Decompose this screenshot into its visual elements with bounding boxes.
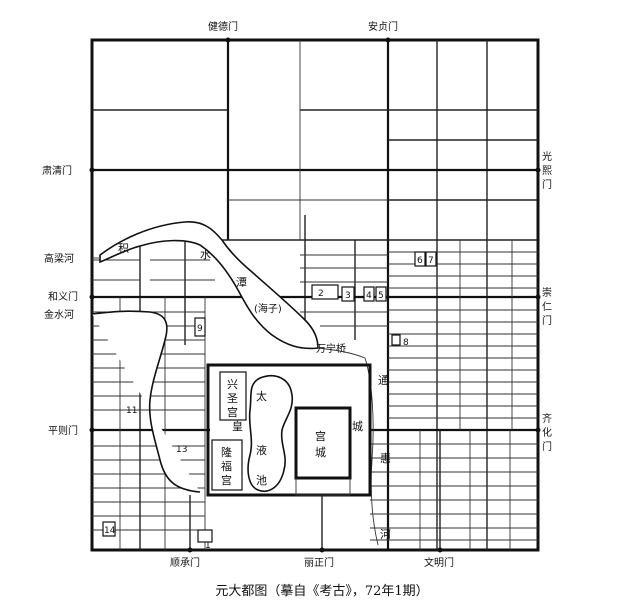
gate-guangxi-char-2: 熙 xyxy=(542,165,552,177)
gate-guangxi-char-3: 门 xyxy=(542,178,552,191)
tonghui-river xyxy=(317,347,379,546)
jinshui-river xyxy=(91,310,201,493)
gate-qihua-char-1: 齐 xyxy=(542,412,552,425)
gate-guangxi-char-1: 光 xyxy=(542,150,552,163)
east-lanes xyxy=(300,240,538,550)
site-1: 1 xyxy=(205,541,211,551)
site-box-1 xyxy=(197,529,213,543)
north-grid xyxy=(92,40,388,240)
gate-anzhen: 安贞门 xyxy=(368,20,398,33)
label-haizi: (海子) xyxy=(254,302,282,315)
label-taiyechi-3: 池 xyxy=(256,474,267,487)
label-xingsheng-1: 兴 xyxy=(227,378,238,391)
gate-lizheng: 丽正门 xyxy=(304,556,334,569)
palace-city-wall xyxy=(294,406,352,480)
gate-heyi: 和义门 xyxy=(48,290,78,303)
label-longfu-1: 隆 xyxy=(221,445,232,459)
site-11: 11 xyxy=(126,406,137,416)
site-box-14 xyxy=(102,521,116,537)
site-8: 8 xyxy=(403,338,409,348)
label-gongcheng-2: 城 xyxy=(315,446,326,459)
site-3: 3 xyxy=(345,291,351,301)
label-gaoliang-river: 高梁河 xyxy=(44,252,74,265)
gate-chongren-char-1: 崇 xyxy=(542,287,552,299)
gate-shuncheng: 顺承门 xyxy=(170,556,200,569)
label-jishuitan-1: 积 xyxy=(118,242,129,255)
longfu-palace xyxy=(211,439,243,491)
gate-guangxi: 光 熙 门 xyxy=(542,150,552,191)
site-6: 6 xyxy=(417,256,423,266)
label-longfu-3: 宫 xyxy=(221,473,232,487)
gate-wenming: 文明门 xyxy=(424,556,454,569)
label-gongcheng-1: 宫 xyxy=(315,429,326,443)
site-box-7 xyxy=(425,251,437,267)
taiyechi-lake xyxy=(247,374,294,492)
site-box-2 xyxy=(311,284,339,300)
site-box-4 xyxy=(363,286,375,302)
label-tonghui-1: 通 xyxy=(378,374,389,387)
label-huangcheng-2: 城 xyxy=(352,420,363,433)
label-huangcheng-1: 皇 xyxy=(232,419,243,433)
site-4: 4 xyxy=(366,291,372,301)
label-xingsheng-3: 宫 xyxy=(227,405,238,419)
map-caption: 元大都图（摹自《考古》，72年1期） xyxy=(215,584,429,599)
gate-qihua-char-2: 化 xyxy=(542,426,552,439)
site-13: 13 xyxy=(176,445,187,455)
gate-qihua-char-3: 门 xyxy=(542,440,552,453)
site-box-6 xyxy=(414,251,426,267)
label-tonghui-2: 惠 xyxy=(380,451,391,465)
gate-qihua: 齐 化 门 xyxy=(542,412,552,453)
label-tonghui-3: 河 xyxy=(380,528,391,541)
label-jishuitan-2: 水 xyxy=(200,248,211,261)
numbered-sites: 6 7 2 3 4 5 9 11 13 14 8 1 xyxy=(102,251,437,551)
label-longfu-2: 福 xyxy=(221,459,232,473)
palace-southern-court xyxy=(295,478,351,496)
jishuitan-lake xyxy=(99,221,319,350)
gate-chongren-char-3: 门 xyxy=(542,314,552,327)
site-7: 7 xyxy=(428,256,434,266)
label-jinshui-river: 金水河 xyxy=(44,308,74,321)
label-wanning-bridge: 万宁桥 xyxy=(316,342,346,355)
label-taiyechi-2: 液 xyxy=(256,443,267,457)
site-box-5 xyxy=(375,286,387,302)
site-14: 14 xyxy=(104,526,116,536)
site-9: 9 xyxy=(197,324,203,334)
label-xingsheng-2: 圣 xyxy=(227,392,238,405)
gate-suqing: 肃清门 xyxy=(42,164,72,177)
label-jishuitan-3: 潭 xyxy=(236,276,247,289)
gate-jiande: 健德门 xyxy=(208,20,238,33)
west-lanes xyxy=(92,259,215,550)
site-box-8 xyxy=(391,334,401,346)
label-taiyechi-1: 太 xyxy=(256,390,267,403)
gate-pingze: 平则门 xyxy=(48,424,78,437)
imperial-city-wall xyxy=(206,363,372,497)
site-box-3 xyxy=(341,286,355,302)
gate-markers xyxy=(89,37,541,553)
xingsheng-palace xyxy=(219,371,247,421)
gate-chongren: 崇 仁 门 xyxy=(542,287,552,327)
site-box-9 xyxy=(194,317,206,337)
site-5: 5 xyxy=(378,291,384,301)
gate-chongren-char-2: 仁 xyxy=(542,301,552,313)
site-2: 2 xyxy=(318,289,324,299)
